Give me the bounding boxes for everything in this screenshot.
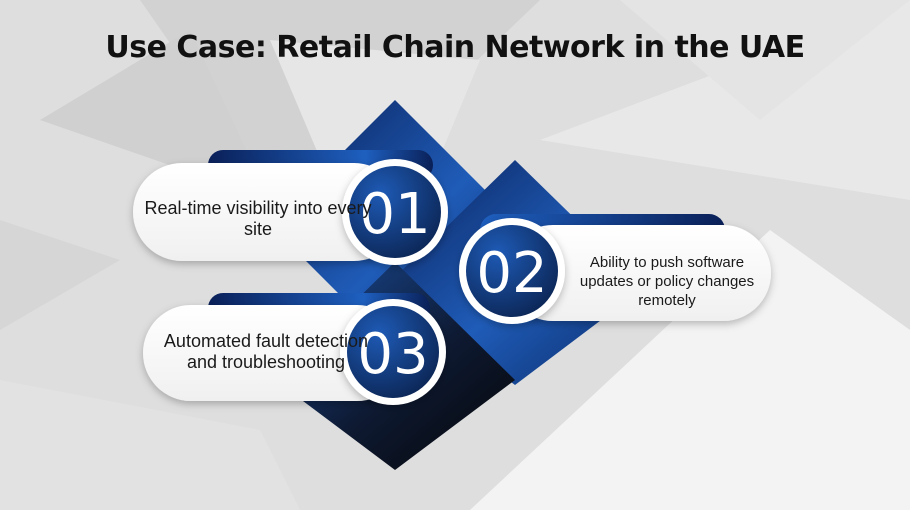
pill-03: [143, 305, 405, 401]
step-number-02: 02: [476, 241, 547, 306]
step-text-01: Real-time visibility into every site: [144, 198, 372, 239]
circle-01: 01: [342, 159, 448, 265]
pill-02: [505, 225, 771, 321]
pill-01: [133, 163, 403, 261]
step-number-03: 03: [357, 322, 428, 387]
step-text-03: Automated fault detection and troublesho…: [163, 331, 369, 372]
step-text-02: Ability to push software updates or poli…: [579, 254, 755, 309]
circle-02: 02: [459, 218, 565, 324]
circle-03: 03: [340, 299, 446, 405]
page-title: Use Case: Retail Chain Network in the UA…: [105, 30, 805, 65]
step-number-01: 01: [359, 182, 430, 247]
